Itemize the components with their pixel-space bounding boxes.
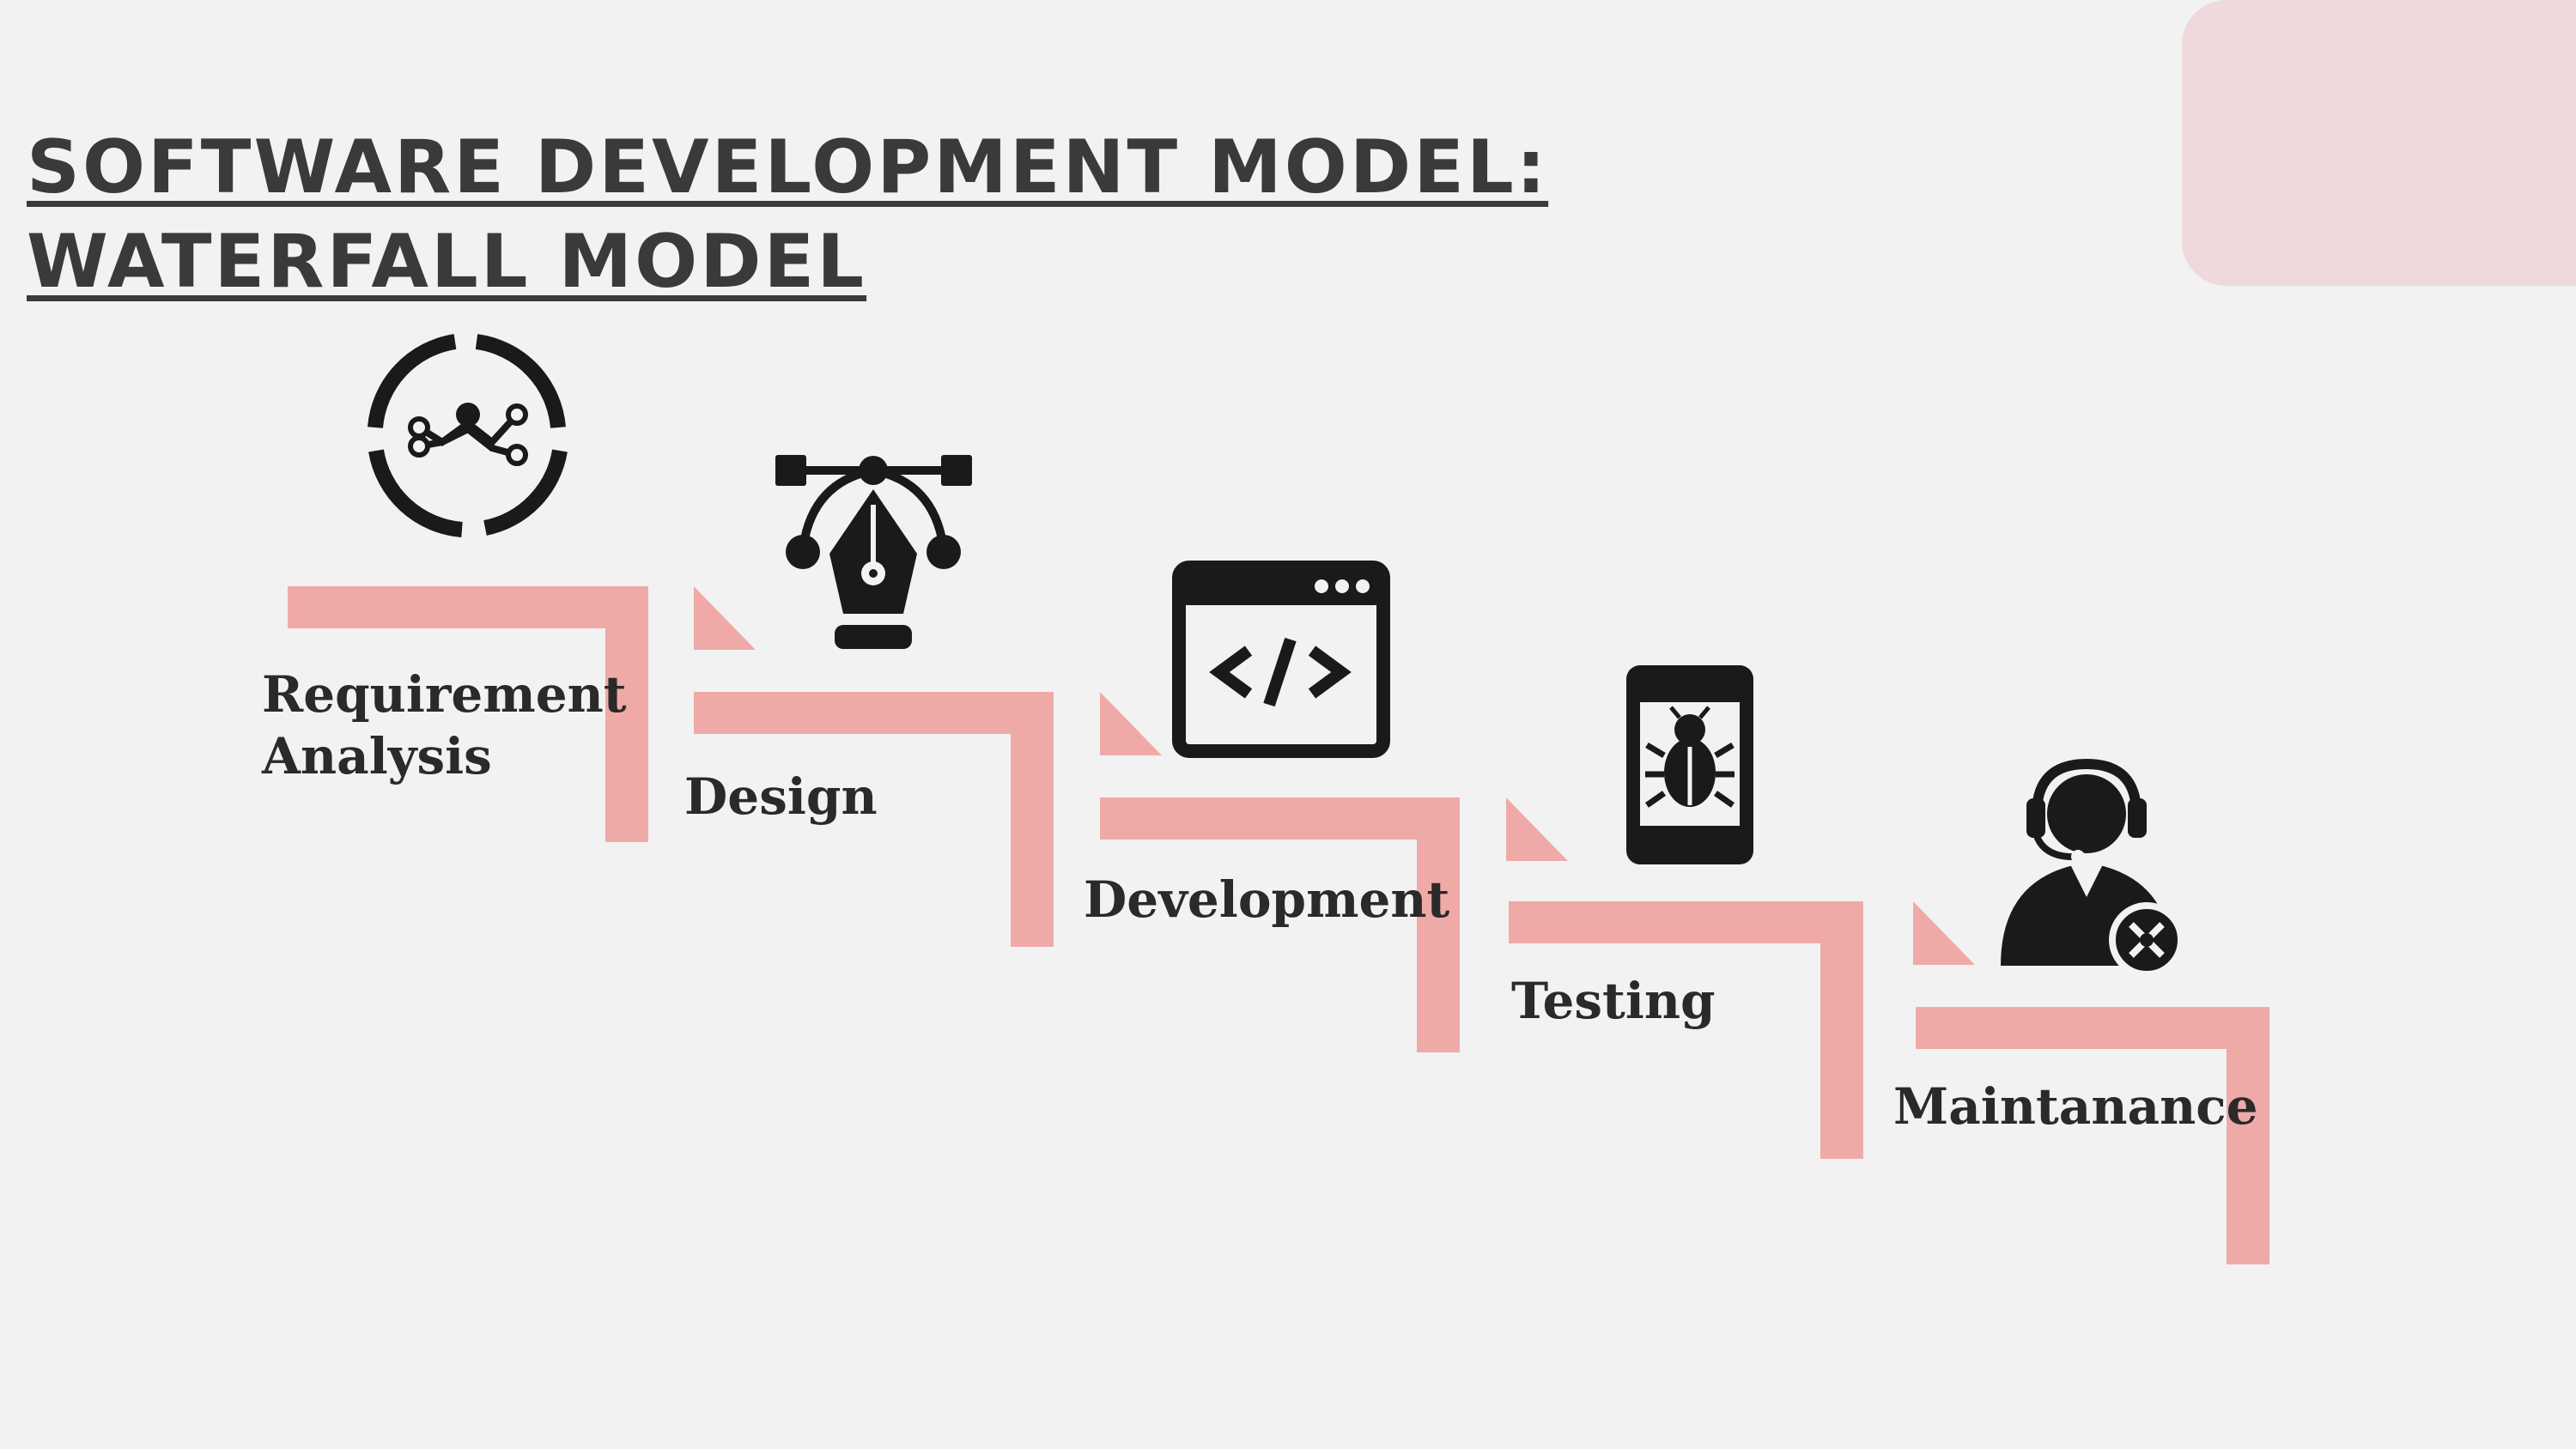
analysis-icon [368, 334, 568, 537]
step-label-requirement-analysis: Requirement Analysis [262, 665, 627, 785]
step-band-3 [1100, 797, 1568, 1052]
step-arrow-2 [1100, 692, 1162, 755]
step-arrow-3 [1506, 797, 1568, 861]
step-band-5 [1916, 1007, 2269, 1264]
step-band-4 [1509, 901, 1975, 1159]
title-line-1: SOFTWARE DEVELOPMENT MODEL: [27, 124, 1549, 210]
support-agent-icon [2001, 758, 2184, 978]
code-window-icon [1172, 561, 1390, 758]
step-band-1 [288, 586, 756, 842]
page-title: SOFTWARE DEVELOPMENT MODEL: WATERFALL MO… [27, 120, 1548, 309]
bug-phone-icon [1626, 665, 1753, 864]
step-arrow-4 [1913, 901, 1975, 965]
step-label-maintenance: Maintanance [1893, 1077, 2258, 1136]
corner-decoration [2182, 0, 2576, 286]
title-line-2: WATERFALL MODEL [27, 219, 867, 305]
pen-tool-icon [775, 455, 972, 649]
step-arrow-1 [694, 586, 756, 650]
step-label-testing: Testing [1511, 972, 1716, 1030]
step-band-2 [694, 692, 1162, 947]
step-label-design: Design [684, 767, 878, 826]
step-label-development: Development [1084, 870, 1450, 929]
